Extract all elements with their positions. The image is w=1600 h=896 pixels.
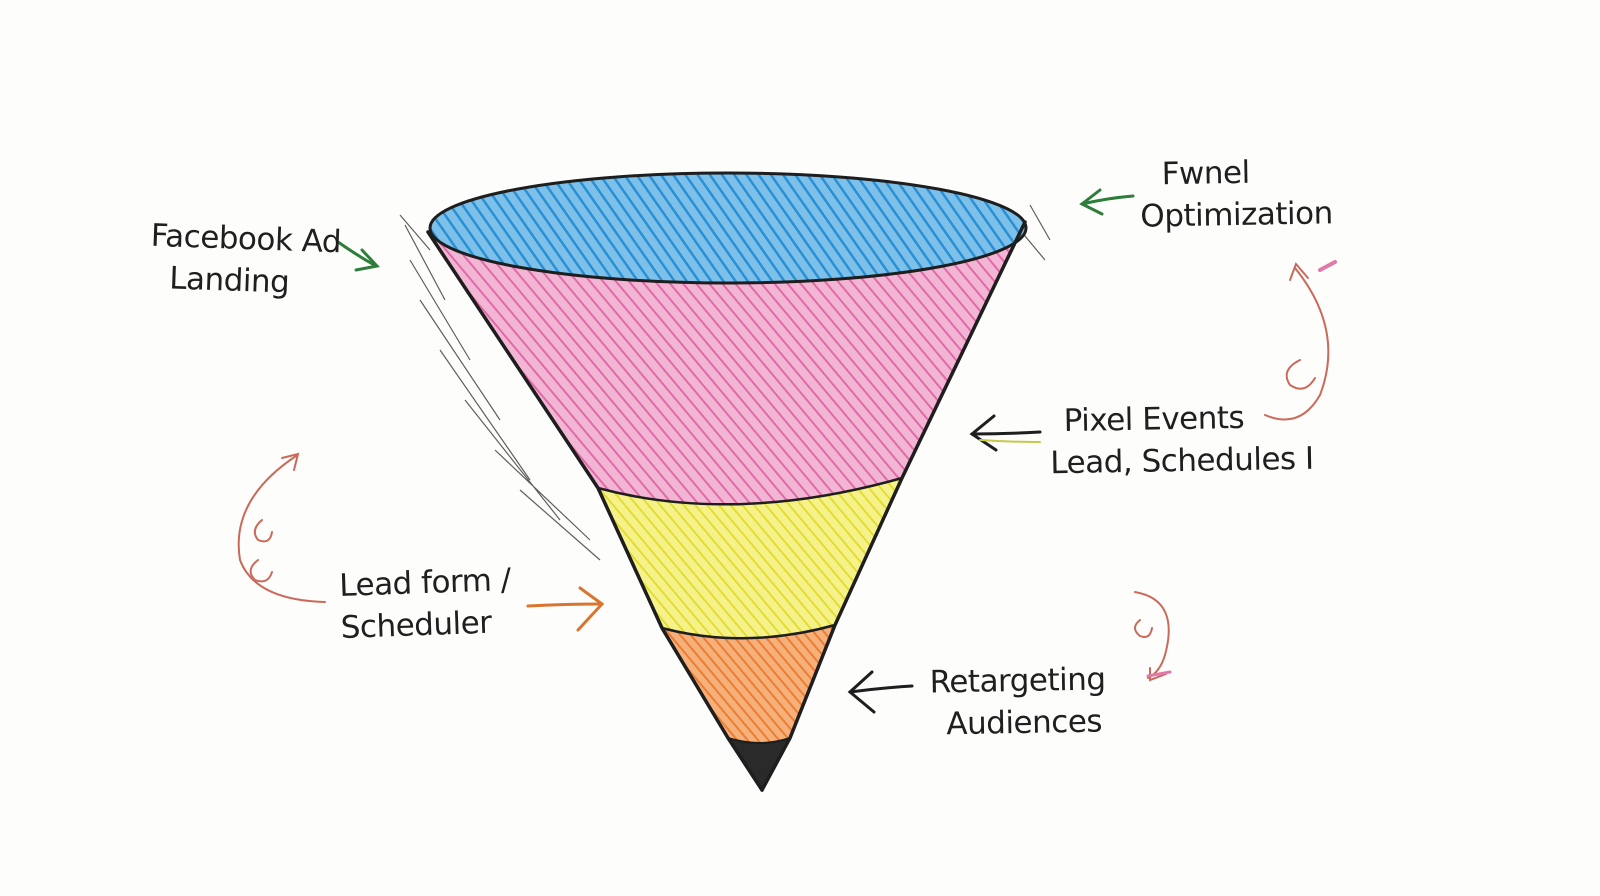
funnel-shading [399,204,1051,561]
funnel-band-orange [662,625,835,743]
label-line: Retargeting [929,661,1106,701]
funnel-tip [728,738,790,790]
funnel-band-pink [428,222,1025,505]
label-funnel-optimization: Fwnel Optimization [1139,150,1333,237]
label-line: Optimization [1140,195,1333,235]
arrow-retargeting [847,670,914,714]
arrow-lead-form [526,586,605,632]
arrow-facebook [336,240,380,272]
label-facebook-ad-landing: Facebook Ad Landing [149,215,342,306]
label-line: Fwnel [1161,154,1250,193]
label-line: Landing [168,260,290,301]
curl-right-top [1264,260,1337,421]
label-line: Audiences [946,703,1103,743]
label-line: Scheduler [340,604,493,646]
label-retargeting-audiences: Retargeting Audiences [929,658,1106,745]
label-pixel-events: Pixel Events Lead, Schedules I [1049,396,1314,485]
label-lead-form-scheduler: Lead form / Scheduler [339,559,513,649]
curl-right-bottom [1134,591,1172,682]
arrow-pixel-events [969,414,1042,452]
arrow-funnel-optimization [1079,188,1135,216]
label-line: Lead, Schedules I [1050,440,1314,482]
curl-left [237,452,326,603]
label-line: Lead form / [338,562,512,604]
label-line: Facebook Ad [150,217,342,261]
label-line: Pixel Events [1063,399,1245,440]
funnel-outline [426,220,1027,792]
funnel-band-yellow [598,478,902,639]
funnel-top-ellipse [428,171,1028,285]
